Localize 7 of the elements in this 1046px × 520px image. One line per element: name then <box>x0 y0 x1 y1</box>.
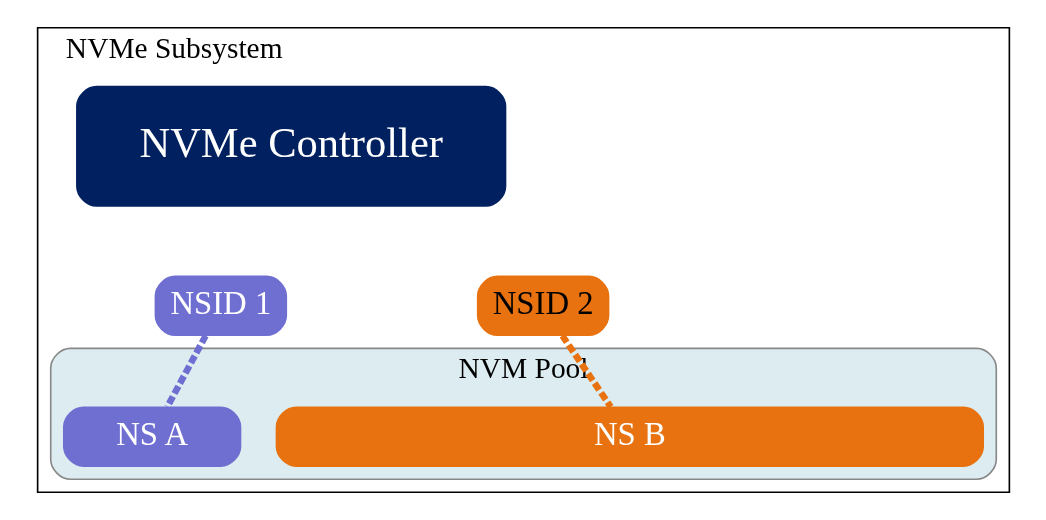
connector <box>559 333 613 409</box>
node-box: NSID 2 <box>476 275 609 337</box>
node-box: NS B <box>275 406 984 467</box>
connector <box>164 334 208 409</box>
node-box: NS A <box>62 406 241 467</box>
node-box: NSID 1 <box>154 275 287 337</box>
node-box: NVMe Controller <box>75 85 506 207</box>
